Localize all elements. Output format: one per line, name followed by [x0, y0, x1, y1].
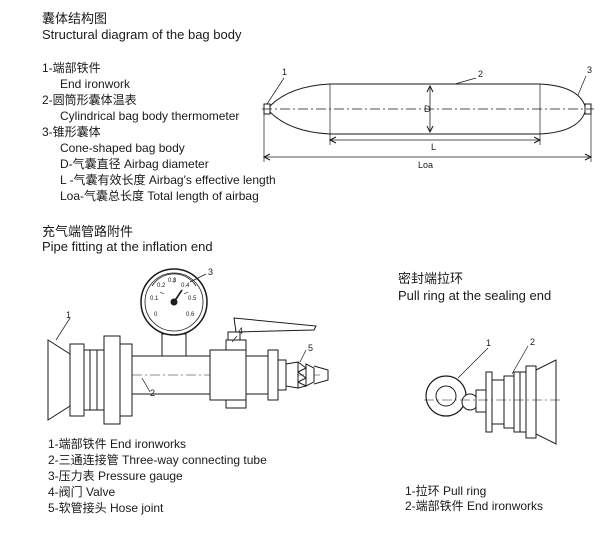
gauge-tick-label: 0.2 [157, 283, 166, 289]
gauge-tick-label: 0.3 [168, 278, 177, 284]
callout-leader [577, 75, 587, 96]
pipe-fitting-diagram: 0 0.1 0.2 0.3 0.4 0.5 0.6 1 2 3 4 5 [47, 267, 329, 425]
body-legend-line: End ironwork [60, 77, 131, 91]
body-legend-line: D-气囊直径 Airbag diameter [60, 157, 209, 171]
effective-length-label: L [431, 142, 436, 152]
valve [227, 317, 317, 401]
callout-leader [511, 345, 529, 375]
gauge-scale: 0 0.1 0.2 0.3 0.4 0.5 0.6 [150, 278, 197, 318]
pipe-title-cn: 充气端管路附件 [42, 224, 134, 239]
arrow-head [328, 136, 542, 144]
ring-legend-line: 2-端部铁件 End ironworks [405, 499, 544, 513]
callout-number: 1 [282, 67, 287, 77]
callout-number: 1 [486, 338, 491, 348]
pipe-legend-line: 4-阀门 Valve [48, 485, 116, 499]
arrow-head [262, 153, 593, 161]
callout-leader [299, 349, 307, 363]
pipe-legend-line: 1-端部铁件 End ironworks [48, 437, 187, 451]
callout-leader [55, 317, 71, 341]
callout-leader [457, 347, 489, 379]
callout-number: 2 [478, 69, 483, 79]
callout-leader [189, 273, 207, 283]
body-legend-line: Cone-shaped bag body [60, 141, 185, 155]
three-way-connecting-tube [131, 333, 320, 409]
total-length-label: Loa [418, 160, 433, 170]
bag-body-diagram: 1 2 3 D L Loa [262, 65, 594, 170]
arrow-head [426, 84, 434, 134]
callout-number: 3 [587, 65, 592, 75]
pipe-title-en: Pipe fitting at the inflation end [42, 239, 213, 254]
pull-ring-diagram: 1 2 [424, 337, 562, 445]
callout-number: 4 [238, 326, 243, 336]
pipe-legend-line: 5-软管接头 Hose joint [48, 501, 164, 515]
hose-joint [277, 359, 329, 391]
callout-number: 3 [208, 267, 213, 277]
body-legend-line: Loa-气囊总长度 Total length of airbag [60, 189, 259, 203]
body-legend-line: 1-端部铁件 [42, 61, 101, 75]
ring-title-en: Pull ring at the sealing end [398, 288, 552, 303]
ring-title-cn: 密封端拉环 [398, 271, 464, 286]
body-legend-line: 3-锥形囊体 [42, 125, 101, 139]
body-legend-line: L -气囊有效长度 Airbag's effective length [60, 173, 276, 187]
pressure-gauge [140, 268, 208, 336]
body-legend-line: Cylindrical bag body thermometer [60, 109, 240, 123]
gauge-tick-label: 0.1 [150, 296, 159, 302]
end-ironwork [485, 359, 557, 445]
diameter-label: D [424, 104, 431, 114]
gauge-tick-label: 0.4 [181, 283, 190, 289]
pipe-legend-line: 2-三通连接管 Three-way connecting tube [48, 453, 267, 467]
ring-legend-line: 1-拉环 Pull ring [405, 484, 487, 498]
callout-leader [141, 377, 151, 393]
callout-number: 2 [150, 388, 155, 398]
pull-ring [425, 375, 487, 417]
body-title-cn: 囊体结构图 [42, 11, 108, 26]
gauge-tick-label: 0.5 [188, 296, 197, 302]
callout-number: 5 [308, 343, 313, 353]
end-ironwork [47, 335, 133, 425]
pipe-legend-line: 3-压力表 Pressure gauge [48, 469, 183, 483]
gauge-tick-label: 0.6 [186, 312, 195, 318]
gauge-tick-label: 0 [154, 312, 158, 318]
callout-number: 1 [66, 310, 71, 320]
callout-leader [231, 335, 238, 343]
callout-leader [454, 77, 477, 85]
body-title-en: Structural diagram of the bag body [42, 27, 242, 42]
body-legend-line: 2-圆筒形囊体温表 [42, 93, 137, 107]
callout-number: 2 [530, 337, 535, 347]
callout-leader [266, 77, 285, 105]
